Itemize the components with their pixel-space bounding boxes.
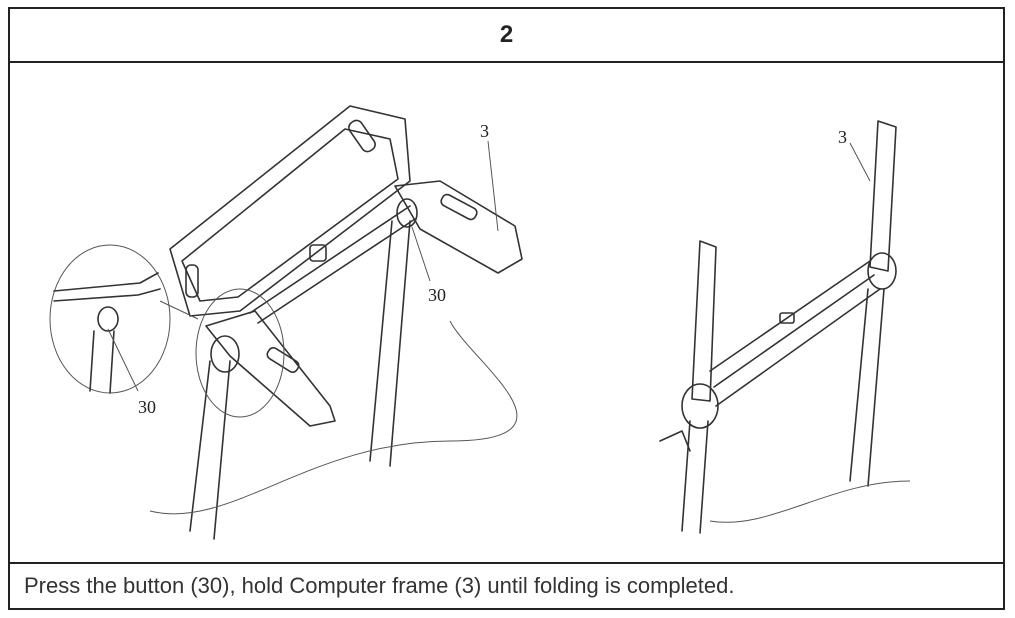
instruction-caption: Press the button (30), hold Computer fra… (24, 573, 735, 598)
left-drawing: 3 30 30 (49, 105, 523, 540)
instruction-panel: 2 (8, 7, 1005, 610)
step-header: 2 (10, 9, 1003, 63)
caption-bar: Press the button (30), hold Computer fra… (10, 562, 1003, 608)
callout-right-frame-3: 3 (838, 127, 847, 147)
callout-zoom-button-30: 30 (138, 397, 156, 417)
step-number: 2 (499, 21, 514, 48)
right-drawing: 3 (659, 120, 911, 534)
callout-frame-3: 3 (480, 121, 489, 141)
callout-button-30: 30 (428, 285, 446, 305)
illustration-area: 3 30 30 3 (10, 61, 1003, 571)
assembly-illustration: 3 30 30 3 (49, 105, 911, 540)
